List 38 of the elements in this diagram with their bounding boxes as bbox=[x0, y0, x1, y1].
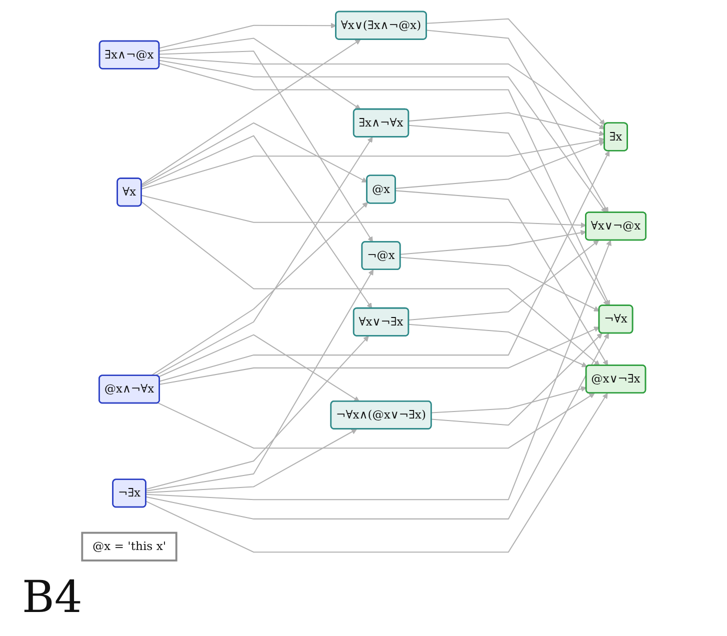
arrow bbox=[140, 201, 600, 366]
arrow bbox=[140, 122, 367, 186]
arrow bbox=[140, 137, 604, 190]
arrow bbox=[426, 30, 608, 213]
arrow bbox=[400, 230, 586, 255]
arrow bbox=[408, 112, 604, 136]
arrow bbox=[430, 333, 602, 426]
arrow bbox=[159, 150, 610, 382]
arrow bbox=[154, 136, 372, 376]
arrow bbox=[408, 324, 587, 368]
arrow bbox=[158, 22, 336, 49]
arrow bbox=[145, 269, 374, 492]
arrow bbox=[157, 392, 594, 449]
arrow bbox=[430, 386, 586, 414]
arrow bbox=[150, 202, 368, 376]
arrow bbox=[140, 39, 360, 186]
figure-label: B4 bbox=[22, 572, 82, 624]
arrow bbox=[158, 63, 610, 306]
arrow bbox=[140, 135, 372, 309]
arrow bbox=[145, 333, 608, 520]
arrow bbox=[145, 428, 357, 494]
arrow bbox=[395, 140, 604, 189]
arrow bbox=[408, 124, 608, 306]
arrow bbox=[158, 38, 360, 110]
arrow bbox=[408, 240, 598, 321]
arrow bbox=[145, 392, 608, 553]
arrow bbox=[426, 18, 605, 126]
arrow bbox=[145, 336, 368, 490]
arrow bbox=[395, 190, 608, 366]
arrow bbox=[158, 60, 606, 213]
arrow bbox=[145, 240, 611, 500]
arrow bbox=[159, 326, 600, 385]
arrow bbox=[140, 194, 586, 228]
arrow bbox=[158, 334, 360, 402]
arrow bbox=[400, 256, 600, 312]
arrow bbox=[158, 56, 604, 130]
node-box: @x = 'this x' bbox=[80, 532, 177, 562]
arrow bbox=[158, 50, 372, 242]
